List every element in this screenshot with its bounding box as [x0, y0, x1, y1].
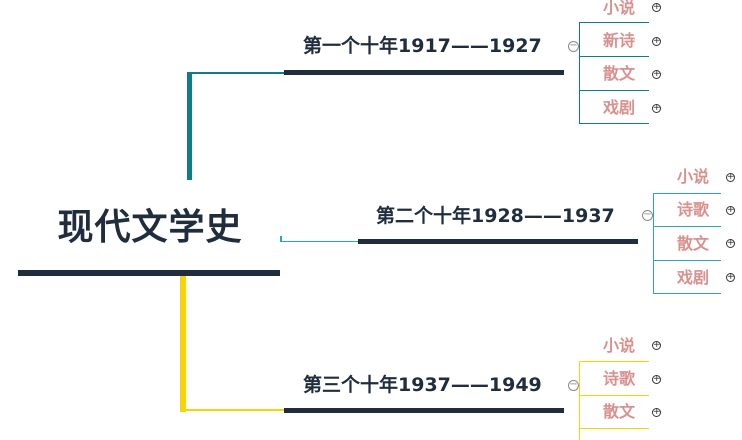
era2-leaf-drama-expand-icon[interactable]: + [726, 272, 735, 282]
era3-leaf-prose-underline [579, 428, 649, 429]
era1-connector-horizontal [187, 72, 287, 74]
era1-leaf-prose-expand-icon[interactable]: + [652, 69, 661, 79]
era1-connector-vertical [187, 72, 192, 180]
era3-leaf-novel-underline [579, 361, 649, 362]
era2-connector-horizontal [280, 241, 360, 242]
era2-leaf-drama-underline [653, 293, 721, 294]
era2-leaf-poetry[interactable]: 诗歌 [676, 200, 709, 219]
era1-leaf-novel[interactable]: 小说 [602, 0, 635, 17]
era1-leaf-poetry[interactable]: 新诗 [602, 31, 635, 50]
era2-leaf-novel-underline [653, 193, 721, 194]
era2-leaf-novel-expand-icon[interactable]: + [726, 172, 735, 182]
era2-collapse-icon[interactable]: − [642, 209, 653, 221]
era3-leaf-prose-expand-icon[interactable]: + [652, 407, 661, 417]
era3-leaf-poetry-underline [579, 395, 649, 396]
era3-leaf-bracket [579, 361, 580, 440]
root-topic-title[interactable]: 现代文学史 [57, 207, 243, 248]
era1-leaf-prose[interactable]: 散文 [602, 64, 635, 83]
era1-leaf-drama[interactable]: 戏剧 [602, 98, 635, 117]
era1-leaf-prose-underline [579, 90, 649, 91]
era1-leaf-drama-underline [579, 123, 649, 124]
era3-connector-horizontal [180, 409, 288, 411]
era1-leaf-novel-underline [579, 22, 649, 23]
era3-leaf-prose[interactable]: 散文 [602, 402, 635, 421]
era1-leaf-drama-expand-icon[interactable]: + [652, 103, 661, 113]
era2-leaf-prose[interactable]: 散文 [676, 234, 709, 253]
era3-connector-vertical [180, 276, 186, 412]
era1-collapse-icon[interactable]: − [568, 40, 579, 52]
root-underline [18, 270, 280, 276]
era1-leaf-novel-expand-icon[interactable]: + [652, 2, 661, 12]
era1-leaf-poetry-underline [579, 56, 649, 57]
era1-leaf-bracket [579, 22, 580, 124]
era2-leaf-prose-expand-icon[interactable]: + [726, 238, 735, 248]
era3-leaf-novel[interactable]: 小说 [602, 336, 635, 355]
era1-underline [284, 70, 564, 75]
era2-underline [358, 239, 638, 244]
era2-connector-stub [280, 236, 282, 242]
era2-leaf-poetry-expand-icon[interactable]: + [726, 205, 735, 215]
era2-leaf-prose-underline [653, 260, 721, 261]
era3-underline [284, 408, 564, 413]
era3-leaf-poetry[interactable]: 诗歌 [602, 369, 635, 388]
era1-leaf-poetry-expand-icon[interactable]: + [652, 36, 661, 46]
era2-title[interactable]: 第二个十年1928——1937 [376, 205, 615, 227]
era3-collapse-icon[interactable]: − [568, 379, 579, 391]
era2-leaf-novel[interactable]: 小说 [676, 167, 709, 186]
era3-title[interactable]: 第三个十年1937——1949 [303, 374, 542, 396]
era2-leaf-poetry-underline [653, 226, 721, 227]
era2-leaf-drama[interactable]: 戏剧 [676, 268, 709, 287]
era1-title[interactable]: 第一个十年1917——1927 [303, 35, 542, 57]
era3-leaf-novel-expand-icon[interactable]: + [652, 340, 661, 350]
era2-leaf-bracket [653, 193, 654, 294]
era3-leaf-poetry-expand-icon[interactable]: + [652, 374, 661, 384]
